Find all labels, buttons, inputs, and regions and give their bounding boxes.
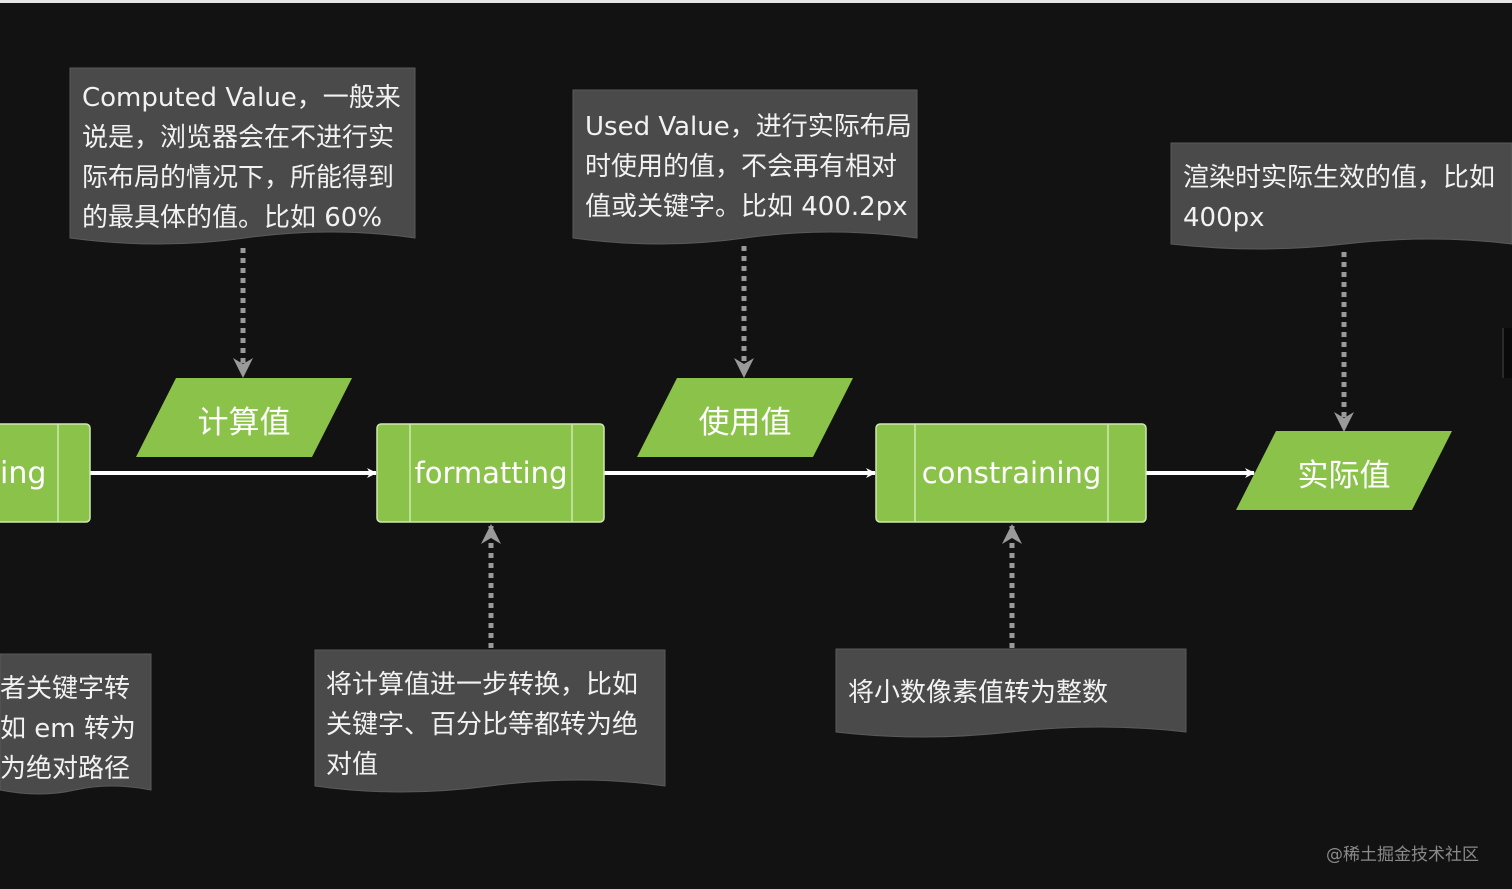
watermark: @稀土掘金技术社区 — [1326, 845, 1479, 865]
value-actual-label: 实际值 — [1297, 457, 1391, 494]
note-used-shape — [572, 89, 918, 245]
process-left — [0, 423, 91, 523]
note-left-text: 者关键字转 如 em 转为 为绝对路径 — [0, 674, 136, 784]
value-used-shape — [637, 378, 853, 457]
value-used-label: 使用值 — [698, 404, 792, 441]
value-computed-label: 计算值 — [197, 404, 291, 441]
note-left-shape — [0, 653, 152, 795]
note-actual-text: 渲染时实际生效的值，比如 400px — [1183, 163, 1496, 233]
value-actual-shape — [1236, 431, 1452, 510]
process-constraining — [875, 423, 1147, 523]
top-border — [0, 0, 1512, 3]
process-formatting-label: formatting — [414, 456, 568, 490]
note-used-text: Used Value，进行实际布局 时使用的值，不会再有相对 值或关键字。比如 … — [585, 112, 912, 222]
note-actual-shape — [1170, 142, 1512, 250]
note-formatting-shape — [314, 649, 666, 793]
process-formatting — [376, 423, 605, 523]
note-computed-shape — [69, 67, 416, 245]
note-constraining-shape — [835, 648, 1187, 738]
note-constraining-text: 将小数像素值转为整数 — [848, 678, 1109, 708]
scrollbar-handle[interactable] — [1502, 328, 1512, 378]
note-computed-text: Computed Value，一般来 说是，浏览器会在不进行实 际布局的情况下，… — [82, 83, 401, 233]
value-computed-shape — [136, 378, 352, 457]
process-constraining-label: constraining — [921, 456, 1102, 490]
note-formatting-text: 将计算值进一步转换，比如 关键字、百分比等都转为绝 对值 — [326, 670, 639, 780]
process-left-label: ing — [0, 455, 44, 491]
